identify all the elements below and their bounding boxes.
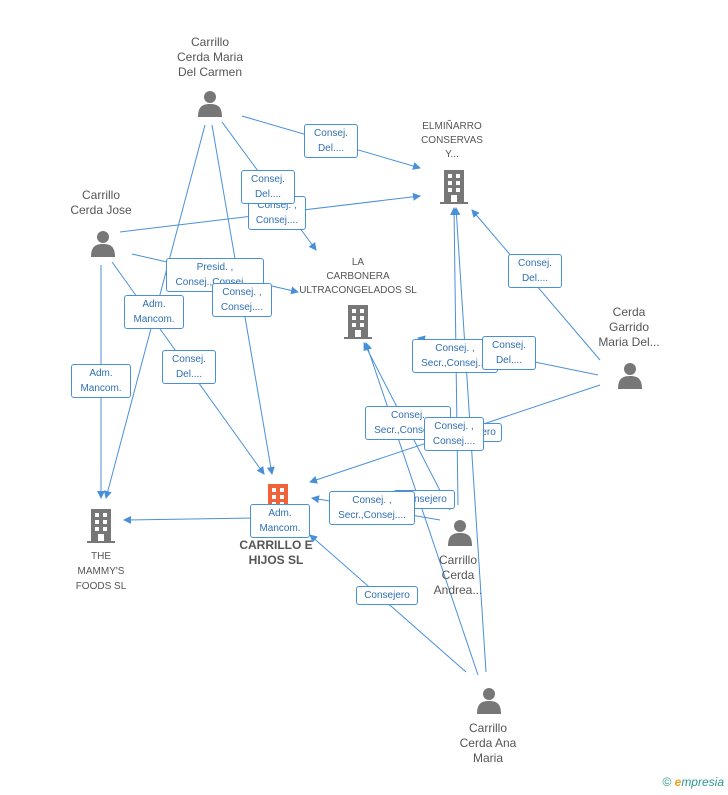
edge-label-text: Consej. , Secr.,Consej.... xyxy=(421,343,489,369)
edge xyxy=(123,515,259,524)
building-icon xyxy=(344,305,372,339)
node-name: Cerda Garrido Maria Del... xyxy=(598,305,660,349)
person-node-ana-maria[interactable]: Carrillo Cerda Ana Maria xyxy=(440,721,536,766)
edge-label-text: Consej. Del.... xyxy=(492,340,526,366)
company-node-carrillo-e-hijos[interactable]: CARRILLO E HIJOS SL xyxy=(224,538,328,568)
edge-label-text: Adm. Mancom. xyxy=(133,299,175,325)
empresia-watermark: © empresia xyxy=(662,775,724,789)
edge-label: Consej. Del.... xyxy=(304,124,358,158)
edge-label: Consej. Del.... xyxy=(482,336,536,370)
building-icon xyxy=(440,170,468,204)
person-node-cerda-garrido[interactable]: Cerda Garrido Maria Del... xyxy=(584,305,674,350)
company-node-elminarro[interactable]: ELMIÑARRO CONSERVAS Y... xyxy=(396,120,508,162)
person-icon xyxy=(198,91,222,117)
node-name: THE MAMMY'S FOODS SL xyxy=(75,551,127,592)
edge-label: Consejero xyxy=(356,586,418,605)
person-node-andrea[interactable]: Carrillo Cerda Andrea... xyxy=(418,553,498,598)
building-icon xyxy=(87,509,115,543)
edge-label: Consej. , Consej.... xyxy=(424,417,484,451)
company-node-the-mammys[interactable]: THE MAMMY'S FOODS SL xyxy=(56,549,146,594)
edge xyxy=(364,342,479,676)
edge-label: Adm. Mancom. xyxy=(71,364,131,398)
node-name: LA CARBONERA ULTRACONGELADOS SL xyxy=(299,257,417,296)
edge-label-text: Consej. , Consej.... xyxy=(432,421,476,447)
edge-label-text: Consej. , Secr.,Consej.... xyxy=(338,495,406,521)
brand-logo-text: mpresia xyxy=(681,775,724,789)
person-icon xyxy=(91,231,115,257)
edge-label-text: Consej. Del.... xyxy=(518,258,552,284)
node-name: Carrillo Cerda Ana Maria xyxy=(459,721,517,765)
edge-label: Consej. Del.... xyxy=(162,350,216,384)
edge-label: Consej. Del.... xyxy=(508,254,562,288)
edge-label: Consej. , Secr.,Consej.... xyxy=(329,491,415,525)
edge-label-text: Consej. , Consej.... xyxy=(255,200,299,226)
person-node-cerda-jose[interactable]: Carrillo Cerda Jose xyxy=(46,188,156,218)
edge-label-text: Adm. Mancom. xyxy=(80,368,122,394)
edge-label-text: Presid. , Consej.,Consej.... xyxy=(176,262,255,288)
company-node-la-carbonera[interactable]: LA CARBONERA ULTRACONGELADOS SL xyxy=(290,256,426,298)
copyright-symbol: © xyxy=(662,775,672,789)
edge-label-text: Consej. Del.... xyxy=(172,354,206,380)
edge-label-text: Consej. Secr.,Consej.... xyxy=(374,410,442,436)
edge-label: Adm. Mancom. xyxy=(250,504,310,538)
person-icon xyxy=(618,363,642,389)
node-name: Carrillo Cerda Maria Del Carmen xyxy=(176,35,244,79)
node-name: CARRILLO E HIJOS SL xyxy=(239,538,313,567)
node-name: ELMIÑARRO CONSERVAS Y... xyxy=(421,121,483,160)
person-node-maria-del-carmen[interactable]: Carrillo Cerda Maria Del Carmen xyxy=(150,35,270,80)
person-icon xyxy=(477,688,501,714)
edge-label-text: Consej. , Consej.... xyxy=(220,287,264,313)
edge-label-text: Consejero xyxy=(364,590,410,601)
edge-label: Consej. , Consej.... xyxy=(212,283,272,317)
edge-label-text: Consej. Del.... xyxy=(314,128,348,154)
edge-label-text: Consejero xyxy=(401,494,447,505)
person-icon xyxy=(448,520,472,546)
edge-label-text: Adm. Mancom. xyxy=(259,508,301,534)
edge-label: Consej. Del.... xyxy=(241,170,295,204)
edge-label: Adm. Mancom. xyxy=(124,295,184,329)
node-name: Carrillo Cerda Jose xyxy=(70,188,132,217)
edge-label-text: Consej. Del.... xyxy=(251,174,285,200)
brand-logo-e: e xyxy=(674,775,682,789)
node-name: Carrillo Cerda Andrea... xyxy=(433,553,483,597)
